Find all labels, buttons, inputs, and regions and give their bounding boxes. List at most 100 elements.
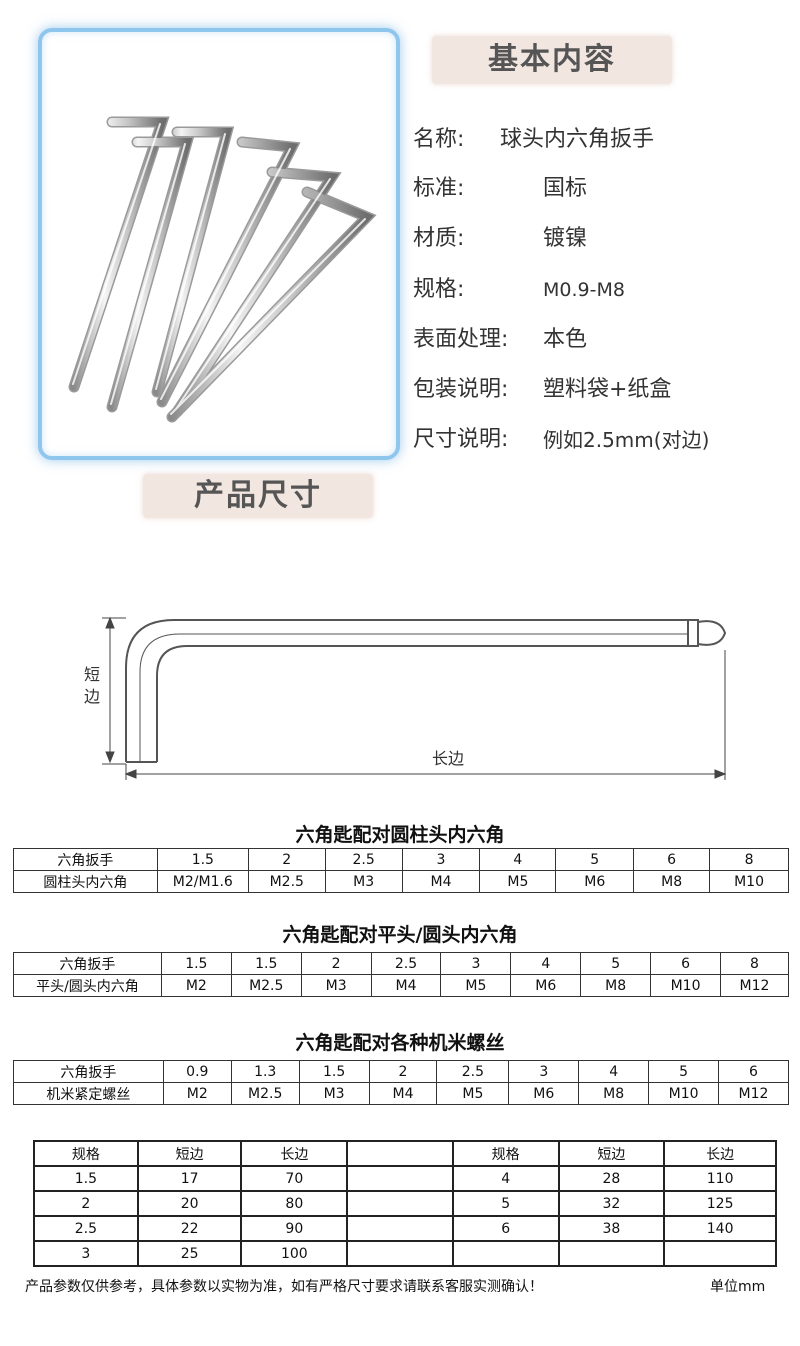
table-cell: 2	[247, 848, 326, 871]
table-cell: M3	[324, 870, 403, 893]
table-cell: 8	[720, 952, 789, 975]
table-row: 六角扳手 1.5 1.5 2 2.5 3 4 5 6 8	[13, 952, 789, 975]
product-size-heading: 产品尺寸	[143, 474, 373, 518]
column-header: 短边	[136, 1140, 243, 1167]
table-cell	[346, 1215, 454, 1242]
spec-value: 本色	[543, 327, 588, 352]
column-header: 长边	[663, 1140, 777, 1167]
table-cell: 28	[557, 1165, 666, 1192]
spec-label: 包装说明:	[413, 377, 509, 402]
table-cell: 6	[451, 1215, 560, 1242]
table-cell: 6	[650, 952, 721, 975]
table-cell: 2	[300, 952, 372, 975]
table-cell: 20	[136, 1190, 243, 1217]
table2-title: 六角匙配对平头/圆头内六角	[282, 924, 518, 946]
table-cell: M4	[370, 974, 442, 997]
table-cell: 32	[557, 1190, 666, 1217]
table-row: 2 20 80 5 32 125	[33, 1190, 777, 1217]
table-cell: 5	[451, 1190, 560, 1217]
unit-label: 单位mm	[710, 1279, 766, 1295]
table-cell	[346, 1240, 454, 1267]
table-cell: 圆柱头内六角	[13, 870, 158, 893]
table-cell: 17	[136, 1165, 243, 1192]
spec-label: 尺寸说明:	[413, 427, 509, 452]
table-cell: 5	[648, 1060, 720, 1083]
table-cell: M10	[650, 974, 721, 997]
spec-size-row: 尺寸说明: 例如2.5mm(对边)	[413, 425, 709, 455]
table-cell: M8	[580, 974, 652, 997]
wrench-outline-inner	[156, 645, 688, 762]
table3-title: 六角匙配对各种机米螺丝	[295, 1032, 505, 1054]
spec-value: M0.9-M8	[543, 279, 625, 301]
table-cell: M8	[633, 870, 711, 893]
column-header: 长边	[240, 1140, 349, 1167]
spec-value: 塑料袋+纸盒	[543, 377, 672, 402]
table-cell: M12	[718, 1082, 789, 1105]
table-cell: 5	[555, 848, 635, 871]
table-cell: 3	[440, 952, 512, 975]
table-cell: 6	[633, 848, 711, 871]
table1: 六角扳手 1.5 2 2.5 3 4 5 6 8 圆柱头内六角 M2/M1.6 …	[13, 848, 789, 893]
table-cell: 1.5	[156, 848, 249, 871]
long-side-label: 长边	[432, 749, 464, 768]
table-cell: 1.3	[230, 1060, 300, 1083]
table-cell: 25	[136, 1240, 243, 1267]
spec-value: 球头内六角扳手	[500, 127, 655, 152]
table-cell: 2.5	[324, 848, 403, 871]
table-cell: 3	[508, 1060, 580, 1083]
table-cell: 4	[510, 952, 582, 975]
column-header: 规格	[451, 1140, 560, 1167]
dimension-diagram: 短 边 长边	[84, 616, 727, 780]
spec-label: 标准:	[413, 176, 465, 201]
table-cell: M2	[160, 974, 232, 997]
table1-title: 六角匙配对圆柱头内六角	[295, 824, 505, 846]
column-header: 规格	[33, 1140, 139, 1167]
table-cell: 0.9	[162, 1060, 232, 1083]
spec-packaging-row: 包装说明: 塑料袋+纸盒	[413, 375, 671, 405]
table-cell: M3	[300, 974, 372, 997]
table-cell: M6	[510, 974, 582, 997]
table-cell: 125	[663, 1190, 777, 1217]
table-cell: 3	[401, 848, 481, 871]
table-row: 3 25 100	[33, 1240, 777, 1267]
table-cell: 六角扳手	[13, 952, 162, 975]
spec-label: 材质:	[413, 226, 465, 251]
table-cell: M2/M1.6	[156, 870, 249, 893]
table-cell: 6	[718, 1060, 789, 1083]
table-cell: M2.5	[247, 870, 326, 893]
wrench-outline-outer	[125, 619, 688, 762]
table-cell: 2.5	[370, 952, 442, 975]
table-row: 六角扳手 0.9 1.3 1.5 2 2.5 3 4 5 6	[13, 1060, 789, 1083]
table-cell: 机米紧定螺丝	[13, 1082, 164, 1105]
product-photo	[38, 28, 400, 460]
spec-label: 规格:	[413, 277, 465, 302]
disclaimer-note: 产品参数仅供参考，具体参数以实物为准，如有严格尺寸要求请联系客服实测确认！	[25, 1279, 543, 1295]
spec-value: 例如2.5mm(对边)	[543, 428, 710, 452]
spec-standard-row: 标准: 国标	[413, 174, 587, 204]
table-cell: 22	[136, 1215, 243, 1242]
table-cell: M6	[555, 870, 635, 893]
table-cell: 1.5	[230, 952, 302, 975]
table-cell: M10	[648, 1082, 720, 1105]
table-cell: M12	[720, 974, 789, 997]
table-cell: M5	[440, 974, 512, 997]
spec-value: 镀镍	[543, 226, 588, 251]
column-header	[346, 1140, 454, 1167]
table-cell: 70	[240, 1165, 349, 1192]
spec-surface-row: 表面处理: 本色	[413, 325, 587, 355]
table2: 六角扳手 1.5 1.5 2 2.5 3 4 5 6 8 平头/圆头内六角 M2…	[13, 952, 789, 997]
table-cell	[346, 1165, 454, 1192]
table-row: 平头/圆头内六角 M2 M2.5 M3 M4 M5 M6 M8 M10 M12	[13, 974, 789, 997]
table-cell: 4	[578, 1060, 650, 1083]
table-cell: M2.5	[230, 974, 302, 997]
spec-value: 国标	[543, 176, 588, 201]
table-cell: 8	[709, 848, 789, 871]
table-cell: 2	[33, 1190, 139, 1217]
table-cell: 2.5	[436, 1060, 510, 1083]
table-cell: M2.5	[230, 1082, 300, 1105]
table-cell: 2	[368, 1060, 438, 1083]
hex-keys-illustration	[68, 116, 377, 423]
size-table: 规格 短边 长边 规格 短边 长边 1.5 17 70 4 28 110 2 2…	[33, 1140, 777, 1267]
table-cell: 100	[240, 1240, 349, 1267]
table-cell	[451, 1240, 560, 1267]
